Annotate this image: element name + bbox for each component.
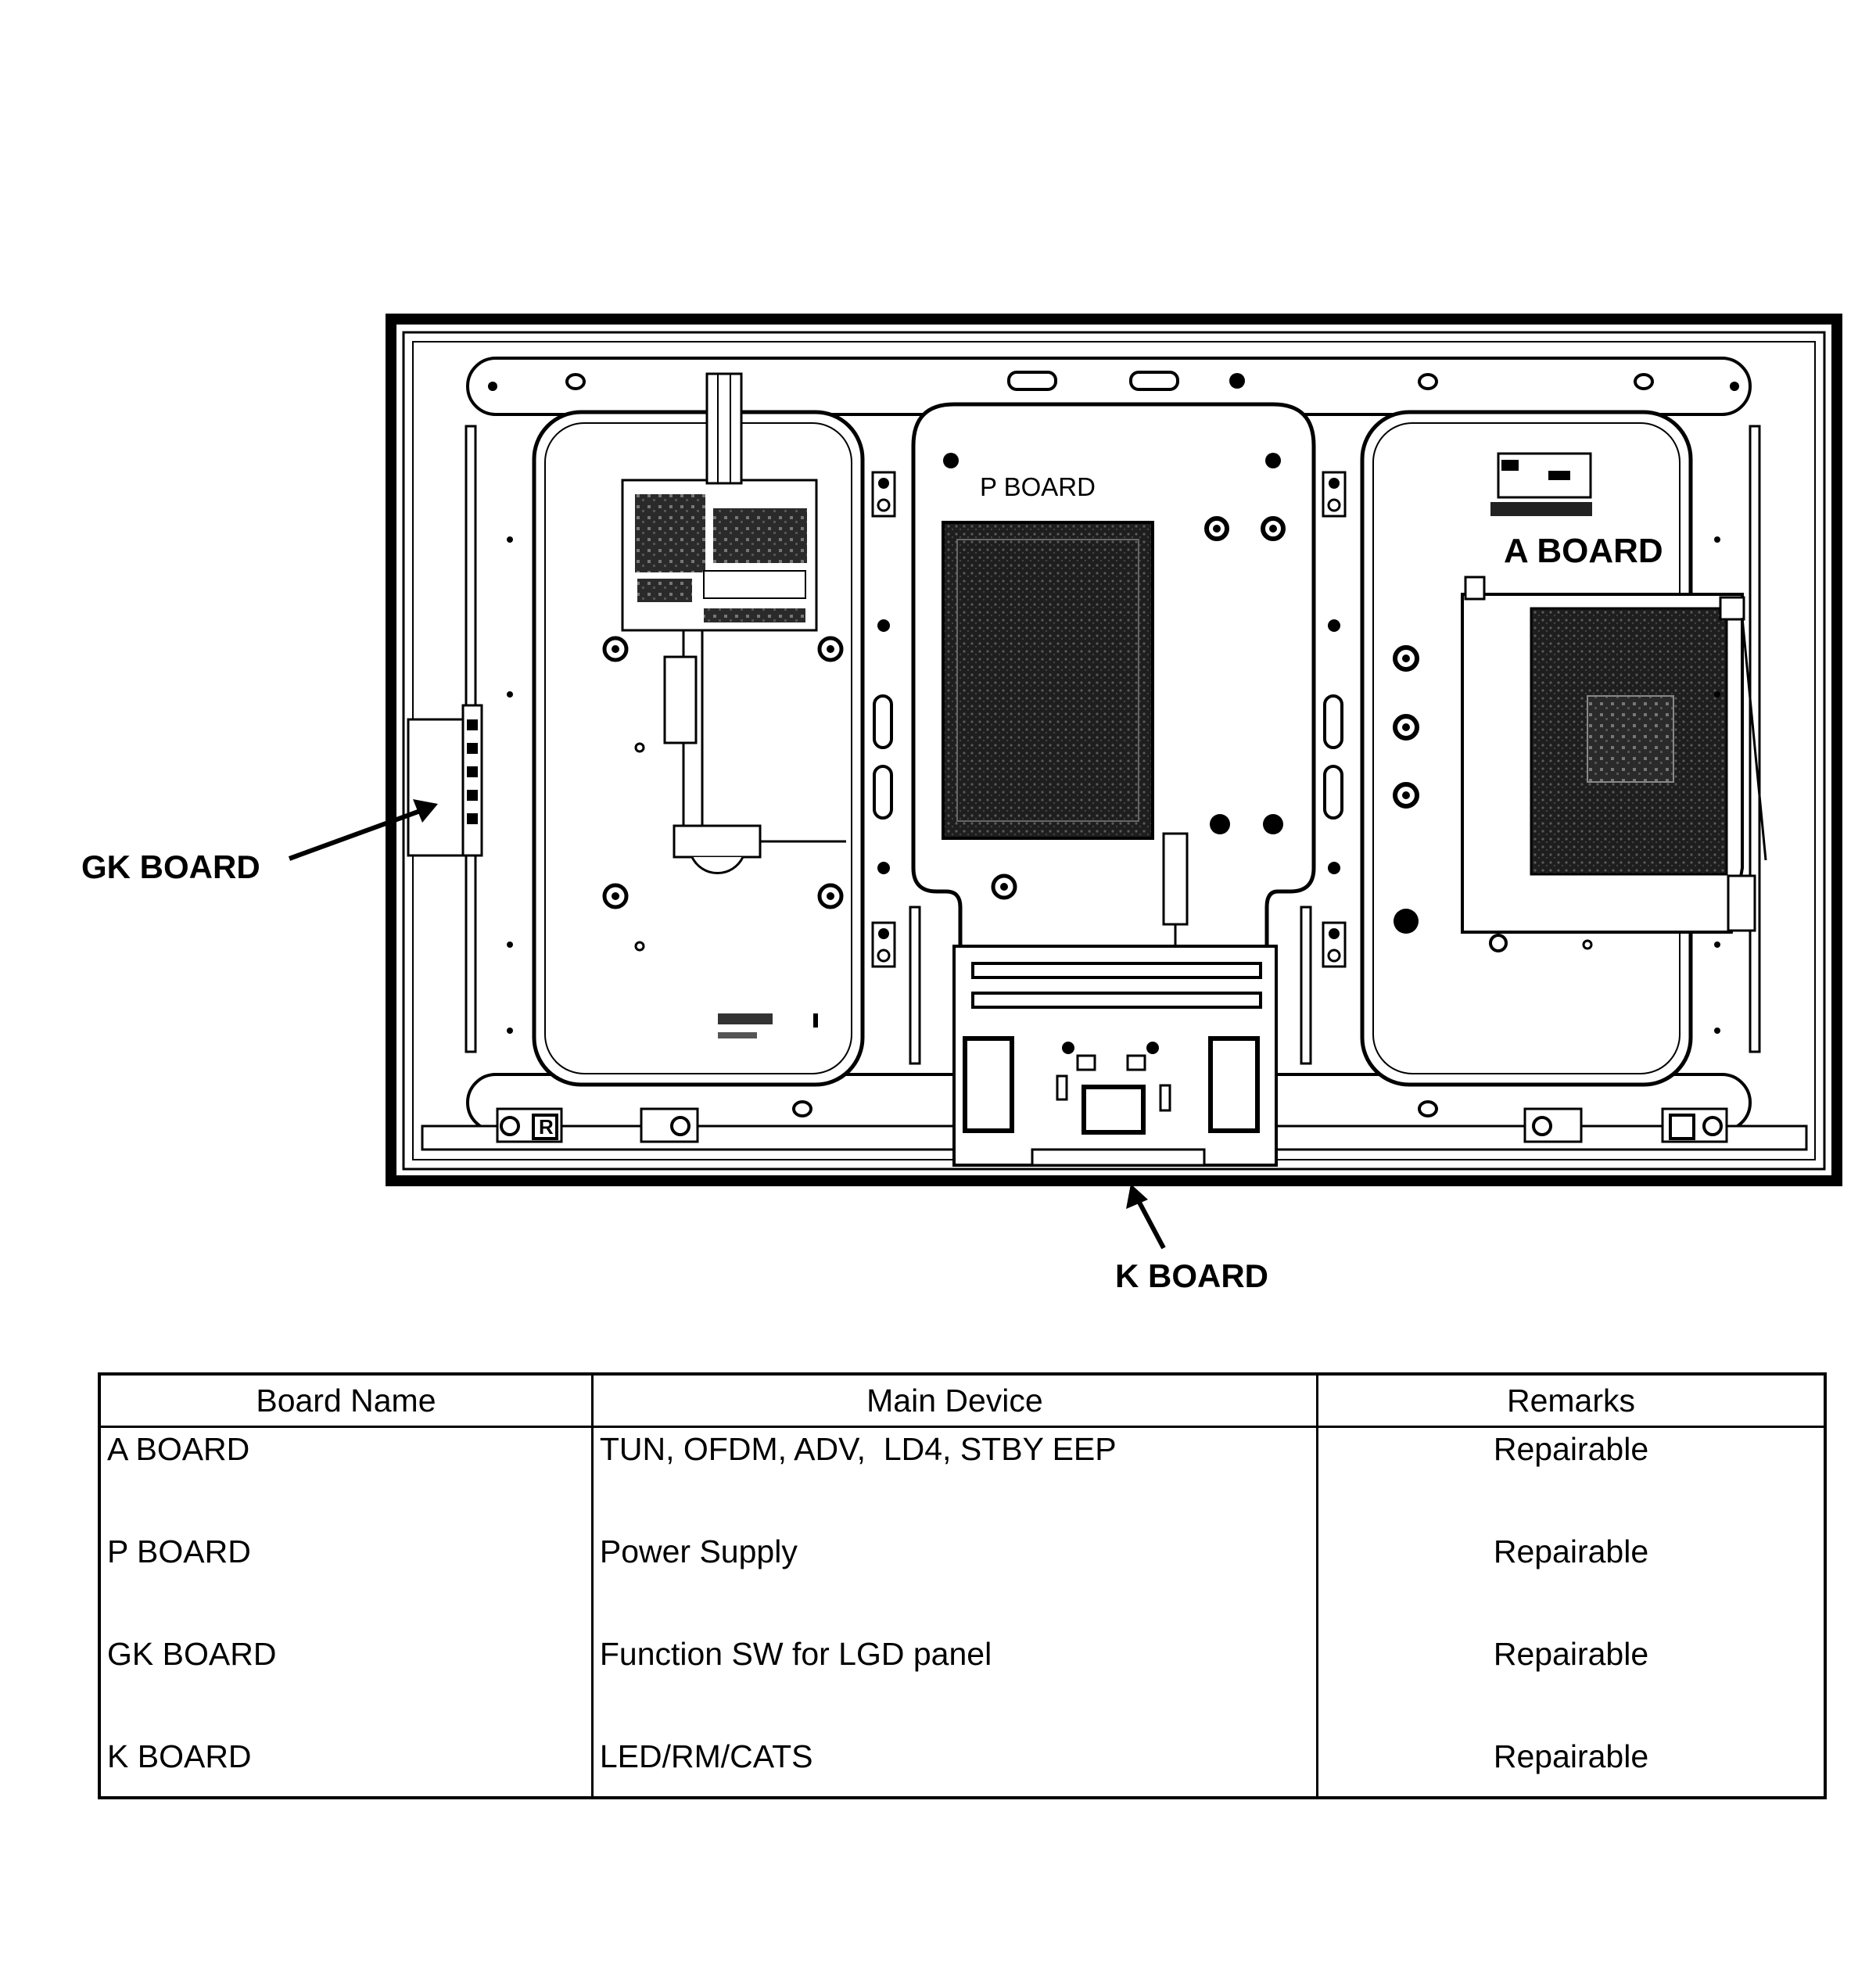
remarks-cell: Repairable (1315, 1636, 1827, 1738)
left-compartment (532, 372, 865, 1087)
gk-board-arrow (288, 799, 438, 861)
main-device-cell: LED/RM/CATS (590, 1738, 1318, 1798)
edge-dots (507, 536, 1720, 1034)
header-main-device: Main Device (590, 1372, 1318, 1428)
main-device-cell: TUN, OFDM, ADV, LD4, STBY EEP (590, 1426, 1318, 1533)
board-name-cell: A BOARD (98, 1426, 594, 1533)
header-board-name: Board Name (98, 1372, 594, 1428)
remarks-cell: Repairable (1315, 1426, 1827, 1533)
k-board-arrow (1126, 1184, 1166, 1250)
board-name-cell: P BOARD (98, 1533, 594, 1636)
main-device-cell: Function SW for LGD panel (590, 1636, 1318, 1738)
remarks-cell: Repairable (1315, 1738, 1827, 1798)
p-board-label: P BOARD (980, 472, 1096, 501)
svg-text:R: R (539, 1115, 554, 1139)
table-row: A BOARD TUN, OFDM, ADV, LD4, STBY EEP Re… (98, 1426, 1827, 1533)
remarks-cell: Repairable (1315, 1533, 1827, 1636)
main-device-cell: Power Supply (590, 1533, 1318, 1636)
gk-board-label: GK BOARD (81, 848, 260, 885)
table-row: K BOARD LED/RM/CATS Repairable (98, 1738, 1827, 1798)
divider-columns (871, 471, 1347, 1065)
k-board-label: K BOARD (1115, 1257, 1268, 1294)
table-row: P BOARD Power Supply Repairable (98, 1533, 1827, 1636)
board-name-cell: K BOARD (98, 1738, 594, 1798)
right-compartment (1360, 410, 1767, 1087)
board-name-cell: GK BOARD (98, 1636, 594, 1738)
gk-board-module (407, 704, 483, 857)
a-board-label: A BOARD (1504, 532, 1663, 570)
tv-rear-diagram: R (288, 314, 1842, 1250)
bottom-brackets: R (496, 1107, 1728, 1143)
header-remarks: Remarks (1315, 1372, 1827, 1428)
center-compartment (911, 402, 1316, 952)
table-row: GK BOARD Function SW for LGD panel Repai… (98, 1636, 1827, 1738)
board-table: Board Name Main Device Remarks A BOARD T… (98, 1372, 1827, 1799)
table-header-row: Board Name Main Device Remarks (98, 1372, 1827, 1428)
k-board-module (952, 945, 1278, 1167)
